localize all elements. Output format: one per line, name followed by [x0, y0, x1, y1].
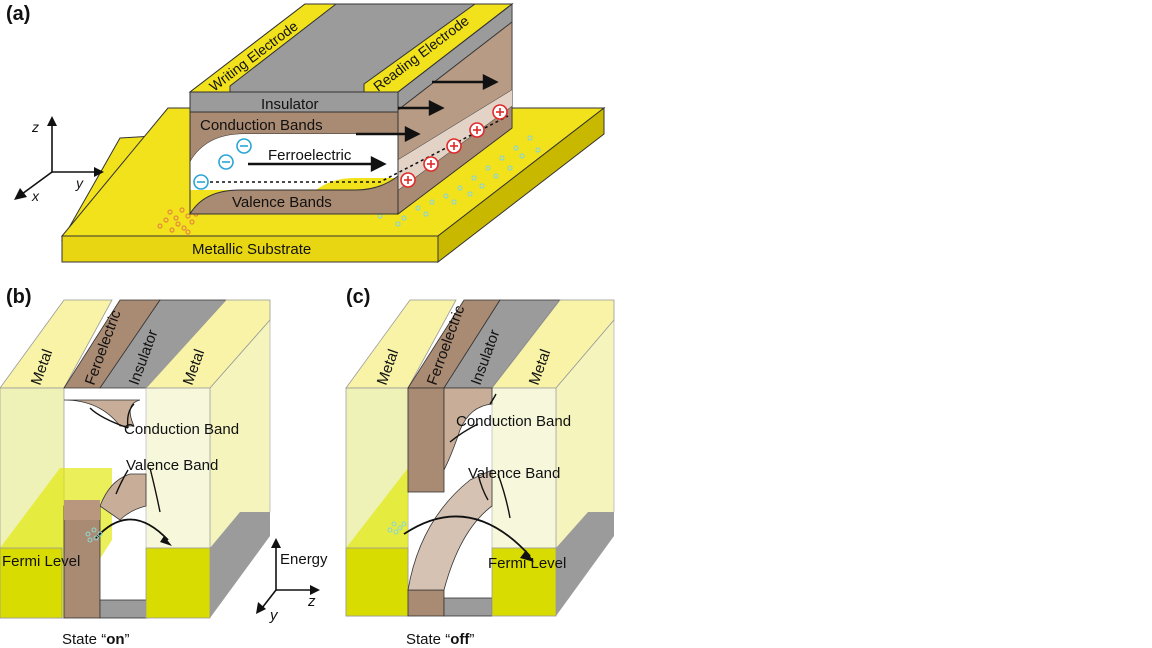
conduction-bands-label: Conduction Bands: [200, 117, 323, 134]
ferroelectric-label: Ferroelectric: [268, 147, 352, 164]
panel-b-label: (b): [6, 286, 32, 308]
c-ferroelectric-front-lower: [407, 589, 445, 617]
c-state-caption: State “off”: [406, 631, 474, 648]
cyan-carrier-dots: [377, 135, 541, 227]
panel-b: (b): [0, 286, 328, 648]
b-insulator-front: [99, 599, 149, 619]
c-arrows: [403, 393, 534, 562]
c-cyan-dots: [387, 521, 407, 535]
metallic-substrate-label: Metallic Substrate: [192, 241, 311, 258]
b-right-metal-bottom-side: [210, 512, 270, 618]
positive-charges: [400, 104, 508, 188]
energy-axes: Energy z y: [256, 538, 328, 624]
b-conduction-band-label: Conduction Band: [124, 421, 239, 438]
b-cyan-dots: [85, 527, 103, 543]
axis-x-label: x: [31, 188, 40, 204]
axis-z-label: z: [31, 119, 39, 135]
c-right-metal-bottom-front: [491, 547, 557, 617]
panel-a-label: (a): [6, 3, 30, 25]
c-conduction-band-shape: [443, 387, 493, 471]
c-fermi-level-label: Fermi Level: [488, 555, 566, 572]
b-right-metal-front: [145, 387, 211, 549]
negative-charges: [193, 138, 252, 190]
axis-y-label: y: [75, 175, 84, 191]
b-valence-band-label: Valence Band: [126, 457, 218, 474]
panel-c-label: (c): [346, 286, 370, 308]
panel-c: (c): [345, 286, 615, 648]
c-valence-band-shape: [407, 469, 493, 591]
polarization-arrows: [248, 74, 499, 172]
energy-axis-z-label: z: [307, 593, 316, 610]
b-ferro-lower-band: [64, 500, 100, 520]
b-fermi-level-label: Fermi Level: [2, 553, 80, 570]
fermi-level-dotted-line: [204, 115, 509, 183]
metallic-substrate-side: [437, 106, 605, 264]
c-right-metal-bottom-side: [556, 512, 614, 616]
orange-carrier-dots: [157, 207, 199, 235]
c-left-metal-bottom-front: [345, 547, 409, 617]
b-conduction-band-shape: [63, 399, 141, 427]
panel-a: (a): [6, 2, 606, 264]
valence-bands-label: Valence Bands: [232, 194, 332, 211]
c-valence-band-label: Valence Band: [468, 465, 560, 482]
b-arrows: [89, 403, 172, 546]
b-left-metal-bottom-front: [0, 547, 63, 619]
energy-axis-label: Energy: [280, 551, 328, 568]
insulator-label: Insulator: [261, 96, 319, 113]
energy-axis-y-label: y: [269, 607, 279, 624]
front-face-outline: [189, 91, 399, 215]
c-insulator-front: [443, 597, 493, 617]
c-ferroelectric-front-upper: [407, 387, 445, 493]
b-valence-band-shape: [99, 473, 147, 521]
xyz-axes: z y x: [14, 116, 104, 204]
b-state-caption: State “on”: [62, 631, 130, 648]
c-conduction-band-label: Conduction Band: [456, 413, 571, 430]
front-valence-band: [189, 174, 399, 215]
b-right-metal-bottom-front: [145, 547, 211, 619]
